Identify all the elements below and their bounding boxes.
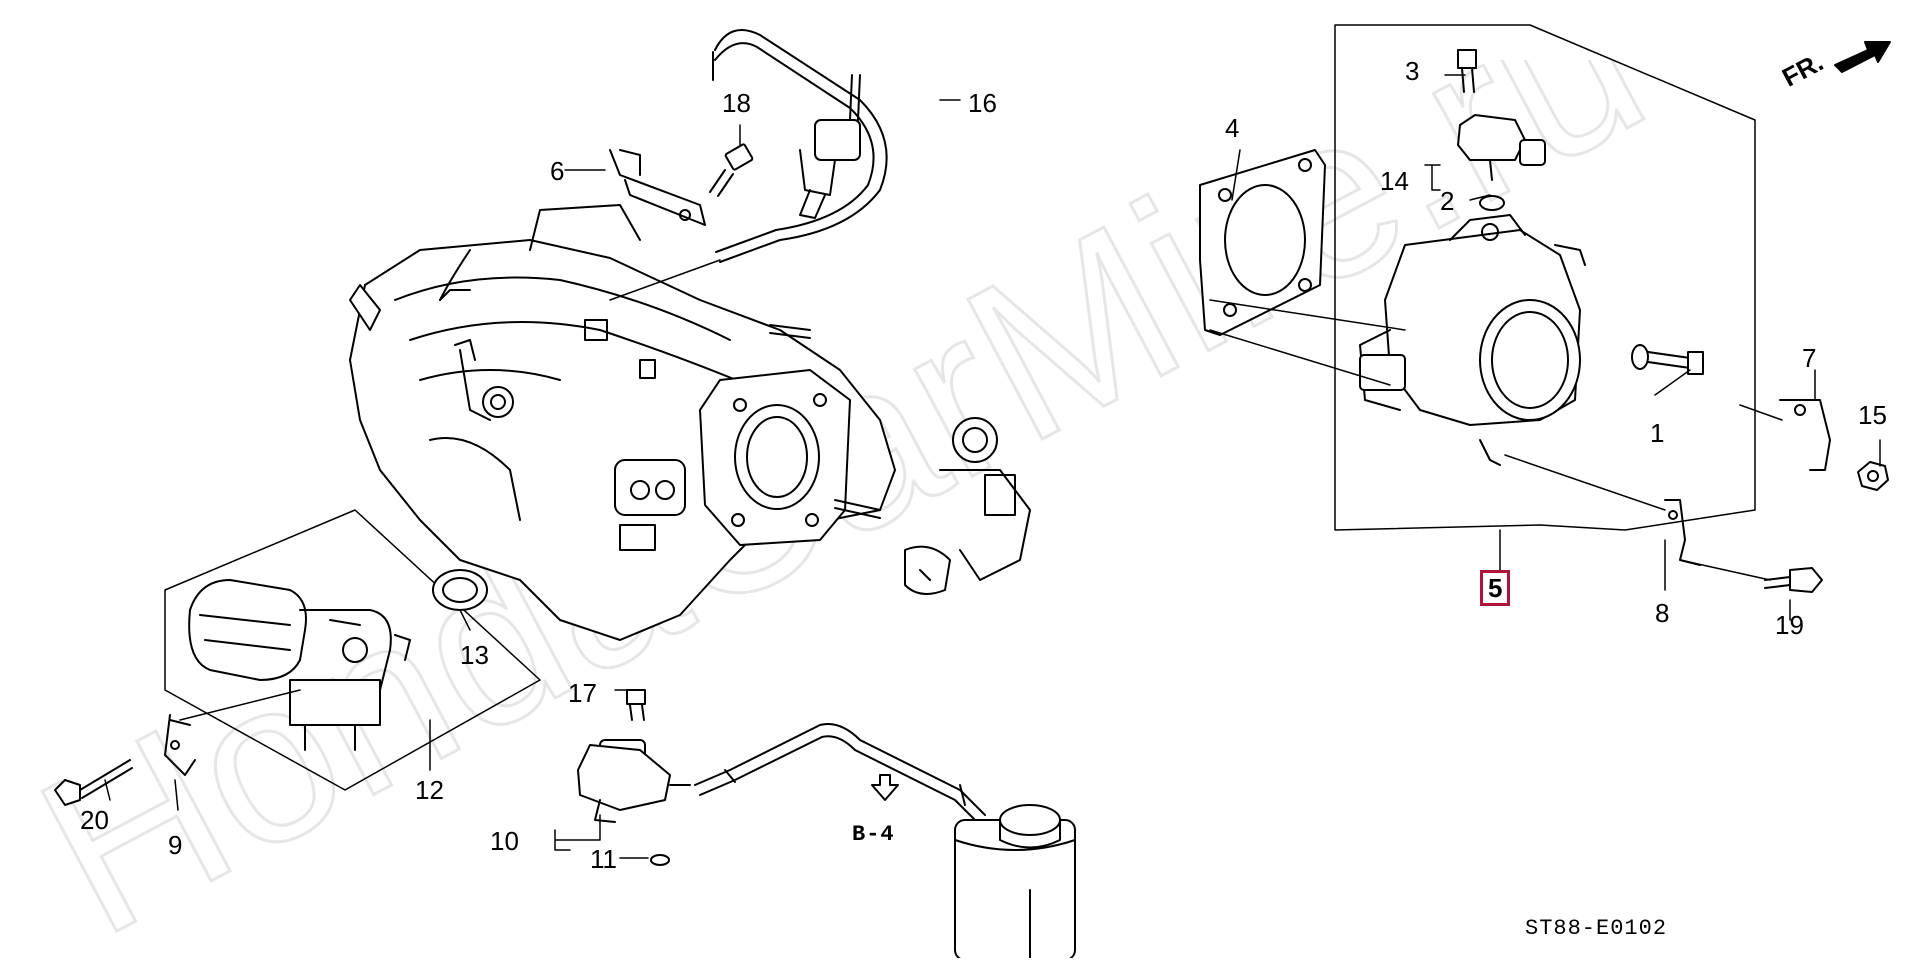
callout-10: 10 [490, 826, 519, 856]
iacv-valve [188, 579, 411, 751]
callout-4: 4 [1225, 113, 1240, 143]
intake-manifold [349, 204, 1031, 641]
bolt-20 [54, 759, 133, 806]
callout-16: 16 [968, 88, 997, 118]
callout-13: 13 [460, 640, 489, 670]
callout-2: 2 [1440, 186, 1455, 216]
bracket-6 [609, 149, 706, 226]
bolt-3 [1457, 49, 1477, 93]
oring-13 [432, 569, 488, 611]
pressure-regulator [799, 74, 861, 219]
callout-9: 9 [168, 830, 183, 860]
callout-12: 12 [415, 775, 444, 805]
callout-7: 7 [1802, 343, 1817, 373]
bolt-18 [709, 143, 754, 197]
gasket-4 [1199, 149, 1326, 336]
bracket-7 [1779, 399, 1831, 471]
direction-arrow-fr [1834, 41, 1891, 73]
callout-15: 15 [1858, 400, 1887, 430]
nut-15 [1857, 461, 1889, 491]
callout-20: 20 [80, 805, 109, 835]
tp-sensor-14 [1457, 114, 1546, 181]
bracket-8 [1664, 499, 1701, 566]
leader-lines [104, 74, 1881, 859]
vacuum-hose [712, 29, 888, 263]
callout-8: 8 [1655, 598, 1670, 628]
cross-reference-label: B-4 [852, 822, 895, 847]
throttle-body [1359, 214, 1586, 466]
callout-6: 6 [550, 156, 565, 186]
diagram-reference-code: ST88-E0102 [1525, 916, 1668, 941]
callout-17: 17 [568, 678, 597, 708]
callout-19: 19 [1775, 610, 1804, 640]
callout-11: 11 [590, 844, 617, 874]
callout-5: 5 [1480, 570, 1511, 606]
canister [954, 804, 1076, 958]
oring-11 [650, 854, 670, 866]
bolt-17 [626, 689, 646, 721]
bolt-1 [1631, 344, 1704, 375]
callout-18: 18 [722, 88, 751, 118]
solenoid-valve [577, 739, 691, 823]
iacv-box [164, 509, 541, 791]
crossref-arrow-b4 [871, 774, 899, 801]
throttle-body-box [1334, 24, 1756, 531]
callout-1: 1 [1650, 418, 1665, 448]
oring-2 [1479, 195, 1505, 211]
bracket-9 [164, 714, 196, 776]
bolt-19 [1764, 567, 1823, 593]
hose-b4 [694, 723, 986, 826]
callout-14: 14 [1380, 166, 1409, 196]
callout-3: 3 [1405, 56, 1420, 86]
